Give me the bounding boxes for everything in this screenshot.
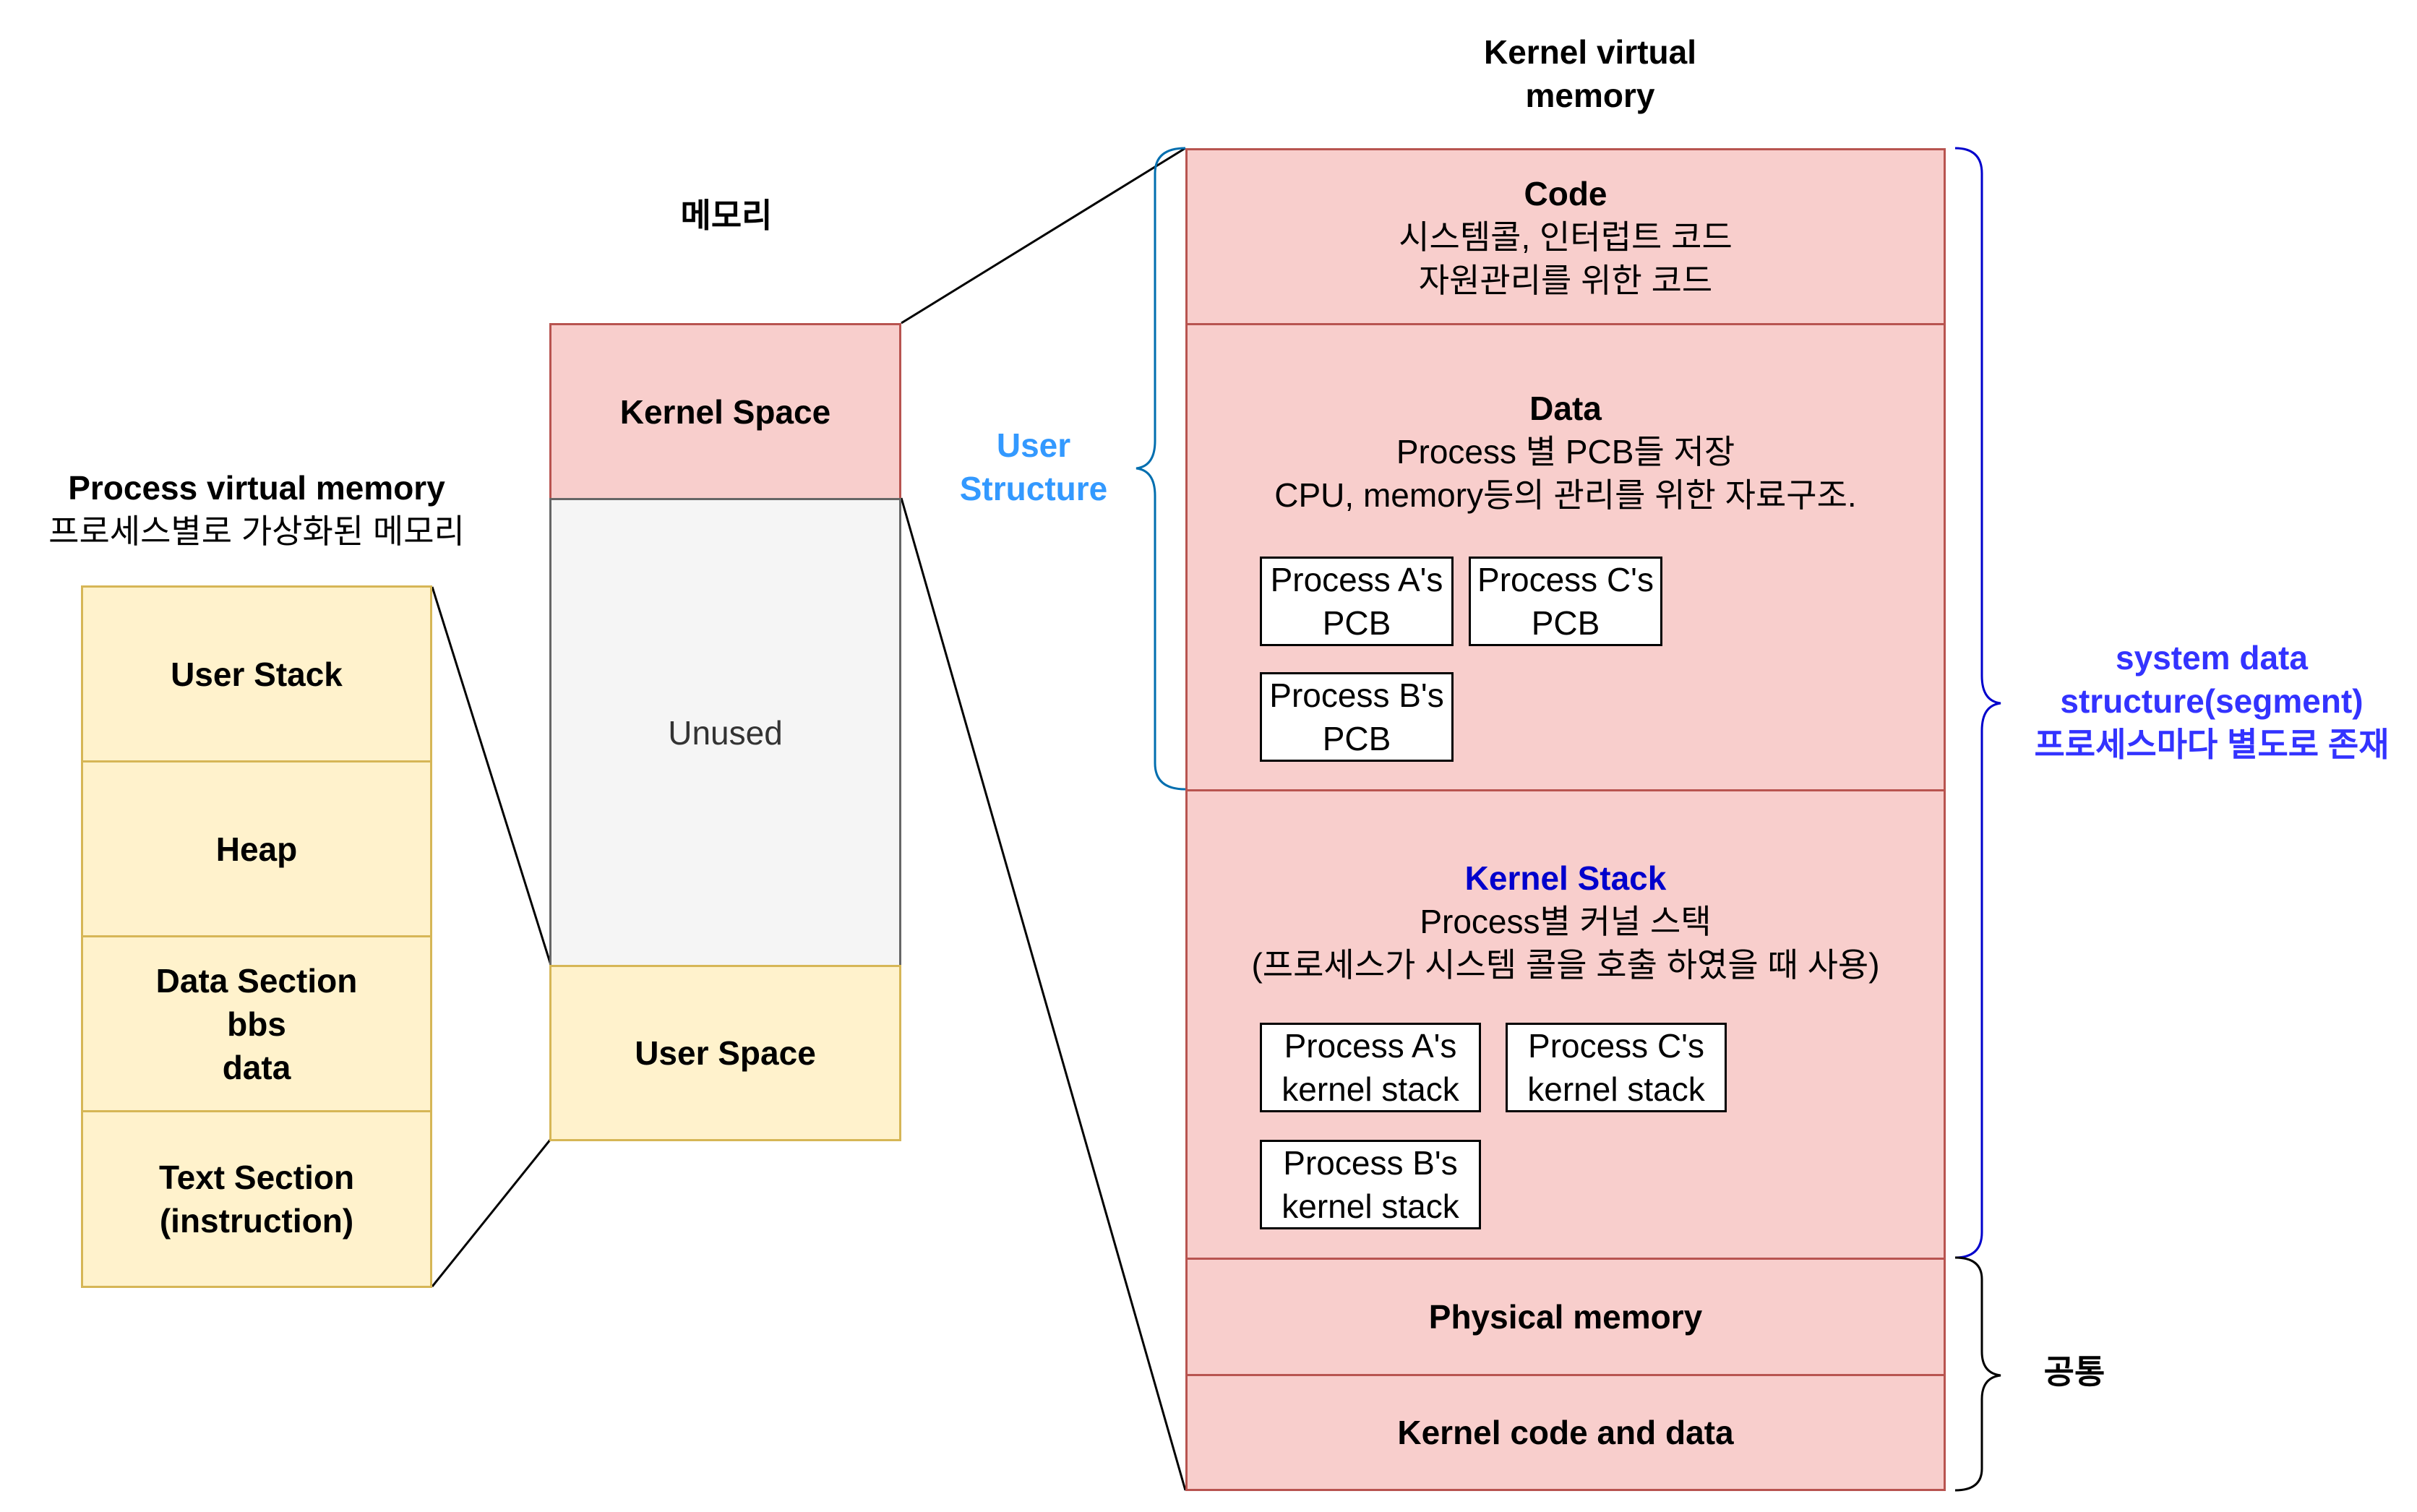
pcb-c-line1: Process C's [1477, 561, 1654, 598]
kernel-code-data-label: Kernel code and data [1397, 1414, 1734, 1451]
process-vm-subtitle: 프로세스별로 가상화된 메모리 [48, 512, 465, 550]
pcb-b-line2: PCB [1322, 720, 1391, 757]
user-structure-line2: Structure [959, 470, 1108, 507]
kstack-b-line2: kernel stack [1282, 1187, 1459, 1225]
kernel-stack-box-a: Process A's kernel stack [1260, 1023, 1481, 1112]
text-section-label: Text Section [158, 1159, 355, 1196]
connector-line [900, 497, 1187, 1491]
code-section: Code 시스템콜, 인터럽트 코드 자원관리를 위한 코드 [1185, 148, 1946, 325]
kstack-a-line1: Process A's [1284, 1027, 1457, 1065]
pcb-box-c: Process C's PCB [1469, 557, 1662, 646]
kernel-space-label: Kernel Space [619, 392, 831, 431]
data-header: Data Process 별 PCB들 저장 CPU, memory등의 관리를… [1188, 387, 1944, 517]
user-stack-segment: User Stack [81, 585, 432, 763]
kstack-a-line2: kernel stack [1282, 1070, 1459, 1108]
pcb-a-line2: PCB [1322, 604, 1391, 642]
kstack-c-line1: Process C's [1528, 1027, 1704, 1065]
instruction-label: (instruction) [159, 1202, 354, 1240]
pcb-box-b: Process B's PCB [1260, 672, 1454, 762]
data-line2: CPU, memory등의 관리를 위한 자료구조. [1274, 476, 1857, 514]
unused-label: Unused [668, 713, 783, 752]
kstack-b-line1: Process B's [1283, 1144, 1458, 1182]
kernel-code-data-section: Kernel code and data [1185, 1374, 1946, 1491]
user-space-label: User Space [635, 1034, 816, 1072]
kernel-stack-box-c: Process C's kernel stack [1506, 1023, 1727, 1112]
connector-line [431, 586, 552, 966]
data-section-segment: Data Section bbs data [81, 935, 432, 1112]
user-structure-brace [1135, 147, 1186, 791]
code-line2: 자원관리를 위한 코드 [1418, 261, 1713, 299]
system-data-line1: system data [2116, 639, 2308, 676]
kernel-stack-line2: (프로세스가 시스템 콜을 호출 하였을 때 사용) [1251, 946, 1880, 984]
kernel-stack-line1: Process별 커널 스택 [1420, 903, 1712, 940]
data-title: Data [1529, 390, 1602, 427]
kernel-vm-title-line2: memory [1525, 77, 1655, 114]
system-data-line2: structure(segment) [2060, 682, 2364, 720]
pcb-c-line2: PCB [1531, 604, 1600, 642]
pcb-a-line1: Process A's [1270, 561, 1443, 598]
common-brace [1954, 1256, 2001, 1492]
connector-line [901, 147, 1186, 325]
user-structure-line1: User [996, 426, 1071, 464]
data-section: Data Process 별 PCB들 저장 CPU, memory등의 관리를… [1185, 323, 1946, 791]
code-line1: 시스템콜, 인터럽트 코드 [1399, 218, 1733, 256]
physical-memory-label: Physical memory [1428, 1298, 1703, 1336]
data-line1: Process 별 PCB들 저장 [1396, 433, 1735, 471]
kstack-c-line2: kernel stack [1527, 1070, 1705, 1108]
system-data-label: system data structure(segment) 프로세스마다 별도… [2017, 636, 2407, 766]
process-vm-title: Process virtual memory [68, 469, 445, 507]
kernel-vm-title: Kernel virtual memory [1388, 30, 1793, 117]
kernel-space-block: Kernel Space [549, 323, 901, 500]
connector-line [431, 1138, 552, 1287]
common-label-text: 공통 [2043, 1353, 2105, 1391]
code-title: Code [1524, 174, 1607, 212]
text-section-segment: Text Section (instruction) [81, 1110, 432, 1288]
kernel-vm-title-line1: Kernel virtual [1484, 33, 1696, 71]
memory-title: 메모리 [549, 194, 903, 237]
heap-segment: Heap [81, 760, 432, 937]
kernel-stack-box-b: Process B's kernel stack [1260, 1140, 1481, 1229]
process-vm-title-block: Process virtual memory 프로세스별로 가상화된 메모리 [14, 466, 499, 553]
pcb-b-line1: Process B's [1269, 676, 1444, 714]
kernel-stack-header: Kernel Stack Process별 커널 스택 (프로세스가 시스템 콜… [1188, 856, 1944, 987]
pcb-box-a: Process A's PCB [1260, 557, 1454, 646]
physical-memory-section: Physical memory [1185, 1258, 1946, 1376]
system-data-brace [1954, 147, 2001, 1259]
unused-block: Unused [549, 498, 901, 967]
user-stack-label: User Stack [171, 655, 343, 693]
kernel-stack-section: Kernel Stack Process별 커널 스택 (프로세스가 시스템 콜… [1185, 789, 1946, 1260]
common-label: 공통 [2024, 1350, 2125, 1393]
kernel-stack-title: Kernel Stack [1464, 859, 1667, 897]
bbs-label: bbs [227, 1005, 286, 1043]
user-space-block: User Space [549, 965, 901, 1141]
user-structure-label: User Structure [940, 424, 1128, 510]
memory-title-text: 메모리 [680, 197, 773, 234]
data-section-label: Data Section [155, 961, 358, 1000]
data-label: data [222, 1048, 291, 1086]
heap-label: Heap [215, 830, 298, 868]
system-data-line3: 프로세스마다 별도로 존재 [2034, 726, 2390, 763]
